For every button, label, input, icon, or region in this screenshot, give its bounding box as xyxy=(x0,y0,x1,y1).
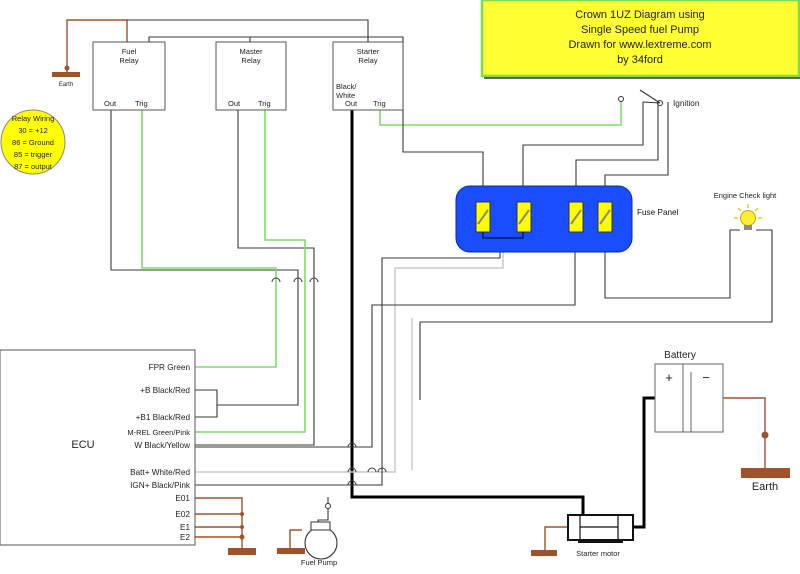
wire-master-relay-out xyxy=(195,110,315,446)
wire-ignition-fuse-2 xyxy=(522,102,644,198)
ecu-pin-plus-b1: +B1 Black/Red xyxy=(136,413,191,422)
wire-fuel-relay-trig xyxy=(141,110,277,368)
ecu-pin-e1: E1 xyxy=(180,523,190,532)
fuel-relay-line-2: Relay xyxy=(119,56,138,65)
wire-starter-power xyxy=(402,42,484,198)
title-line-2: Single Speed fuel Pump xyxy=(581,24,699,36)
wire-batt-plus xyxy=(195,248,504,473)
ecu-label: ECU xyxy=(71,439,94,451)
wire-relay-ground-bus xyxy=(127,19,369,42)
legend-line-2: 30 = +12 xyxy=(18,126,48,135)
relay-legend: Relay Wiring 30 = +12 86 = Ground 85 = t… xyxy=(0,109,66,175)
wire-check-light-a xyxy=(604,229,740,299)
ignition-label: Ignition xyxy=(673,99,700,108)
ecu-pin-ign-plus: IGN+ Black/Pink xyxy=(130,481,191,490)
starter-relay: Starter Relay Black/ White Out Trig xyxy=(332,41,404,111)
battery-label: Battery xyxy=(664,350,696,361)
ecu-pin-e01: E01 xyxy=(175,494,190,503)
fuel-relay-line-1: Fuel xyxy=(122,47,137,56)
wire-relay-bus-2 xyxy=(148,36,404,42)
starter-motor-label: Starter motor xyxy=(576,549,620,558)
starter-relay-wire-label-2: White xyxy=(336,91,355,100)
master-relay-out-label: Out xyxy=(228,99,241,108)
wire-master-relay-trig xyxy=(195,110,306,433)
battery-minus: − xyxy=(702,370,710,385)
ecu-pin-w: W Black/Yellow xyxy=(134,441,190,450)
legend-line-4: 85 = trigger xyxy=(14,150,53,159)
ecu: ECU FPR Green +B Black/Red +B1 Black/Red… xyxy=(0,349,196,546)
title-box: Crown 1UZ Diagram using Single Speed fue… xyxy=(480,0,800,79)
master-relay-line-1: Master xyxy=(240,47,263,56)
wire-fuel-relay-out xyxy=(110,110,299,418)
title-line-4: by 34ford xyxy=(617,54,663,66)
wire-battery-starter xyxy=(633,396,657,529)
fuel-pump: Fuel Pump xyxy=(277,503,338,567)
fuel-relay-out-label: Out xyxy=(104,99,117,108)
wire-starter-relay-out xyxy=(350,110,585,515)
earth-symbol-large: Earth xyxy=(741,431,790,493)
ignition-switch: Ignition xyxy=(618,89,700,108)
fuel-relay-trig-label: Trig xyxy=(135,99,148,108)
starter-relay-line-2: Relay xyxy=(358,56,377,65)
wire-plus-b xyxy=(195,389,218,405)
ecu-pin-plus-b: +B Black/Red xyxy=(140,386,190,395)
wire-w-black-yellow xyxy=(195,248,576,448)
ecu-earth-symbol xyxy=(228,512,256,555)
starter-earth-symbol xyxy=(531,550,557,556)
starter-motor: Starter motor xyxy=(531,514,634,558)
fuse-4 xyxy=(597,201,613,233)
wire-starter-earth xyxy=(544,526,568,550)
ecu-pin-batt-plus: Batt+ White/Red xyxy=(130,468,190,477)
legend-line-5: 87 = output xyxy=(14,162,53,171)
legend-line-3: 86 = Ground xyxy=(12,138,54,147)
wire-crossovers xyxy=(271,277,387,486)
wire-relay-earth xyxy=(66,19,128,72)
wire-starter-trig xyxy=(379,102,622,126)
starter-relay-line-1: Starter xyxy=(357,47,380,56)
ecu-pin-m-rel: M-REL Green/Pink xyxy=(127,428,190,437)
engine-check-light-label: Engine Check light xyxy=(714,191,777,200)
wire-fuel-pump-earth xyxy=(289,529,302,548)
title-line-3: Drawn for www.lextreme.com xyxy=(568,39,711,51)
fuel-pump-label: Fuel Pump xyxy=(301,558,337,567)
legend-line-1: Relay Wiring xyxy=(12,114,55,123)
earth-small-label: Earth xyxy=(59,82,73,88)
master-relay: Master Relay Out Trig xyxy=(215,41,287,111)
fuse-3 xyxy=(568,201,584,233)
fuel-pump-earth-symbol xyxy=(277,548,305,554)
starter-relay-out-label: Out xyxy=(345,99,358,108)
starter-relay-wire-label-1: Black/ xyxy=(336,82,357,91)
wire-ign-plus xyxy=(195,248,501,486)
earth-large-label: Earth xyxy=(752,481,778,493)
ecu-pin-fpr: FPR Green xyxy=(149,363,191,372)
starter-relay-trig-label: Trig xyxy=(373,99,386,108)
battery: Battery + − xyxy=(654,350,724,433)
title-line-1: Crown 1UZ Diagram using xyxy=(575,9,705,21)
battery-plus: + xyxy=(665,370,673,385)
fuse-panel-label: Fuse Panel xyxy=(637,208,679,217)
master-relay-trig-label: Trig xyxy=(258,99,271,108)
fuse-2 xyxy=(516,201,532,233)
wire-ignition-fuse-3 xyxy=(575,102,659,198)
fuse-panel: Fuse Panel xyxy=(455,185,679,253)
wire-battery-earth xyxy=(705,397,766,468)
ecu-pin-e2: E2 xyxy=(180,533,190,542)
fuse-1 xyxy=(475,201,491,233)
fuel-relay: Fuel Relay Out Trig xyxy=(92,41,166,111)
master-relay-line-2: Relay xyxy=(241,56,260,65)
ecu-pin-e02: E02 xyxy=(175,510,190,519)
wire-check-light-b xyxy=(419,229,773,400)
light-bulb-icon xyxy=(734,204,762,230)
earth-symbol-small: Earth xyxy=(52,65,80,88)
engine-check-light: Engine Check light xyxy=(714,191,777,230)
wire-e01 xyxy=(195,497,243,548)
